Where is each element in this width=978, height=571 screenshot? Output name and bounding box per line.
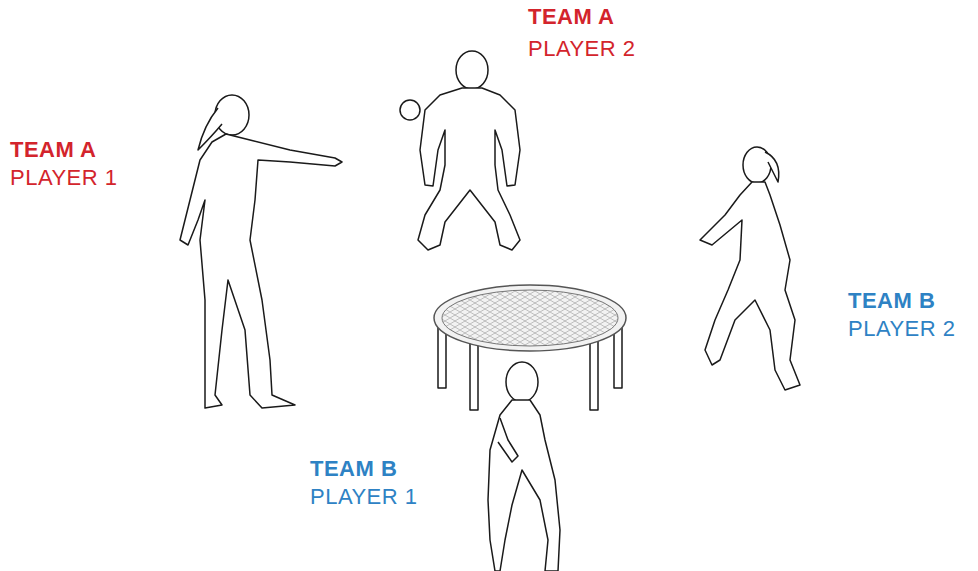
net-rim	[434, 285, 626, 351]
team-label: TEAM B	[310, 456, 397, 482]
net-leg	[590, 340, 598, 410]
ponytail	[765, 152, 779, 182]
player-label: PLAYER 2	[848, 316, 956, 342]
player-head	[506, 362, 538, 402]
net-leg	[470, 340, 478, 410]
team-label: TEAM B	[848, 288, 935, 314]
team-label: TEAM A	[10, 137, 97, 163]
player-head	[215, 95, 249, 135]
player-silhouette	[700, 182, 800, 390]
player-arm	[498, 418, 518, 462]
player-label: PLAYER 1	[310, 484, 418, 510]
net-mesh	[442, 290, 618, 346]
team-label: TEAM A	[528, 4, 615, 30]
player-silhouette	[180, 134, 342, 408]
player-label: PLAYER 1	[10, 165, 118, 191]
player-silhouette	[488, 400, 560, 571]
player-head	[456, 51, 488, 89]
player-label: PLAYER 2	[528, 36, 636, 62]
ball	[400, 100, 420, 120]
player-silhouette	[418, 88, 520, 250]
